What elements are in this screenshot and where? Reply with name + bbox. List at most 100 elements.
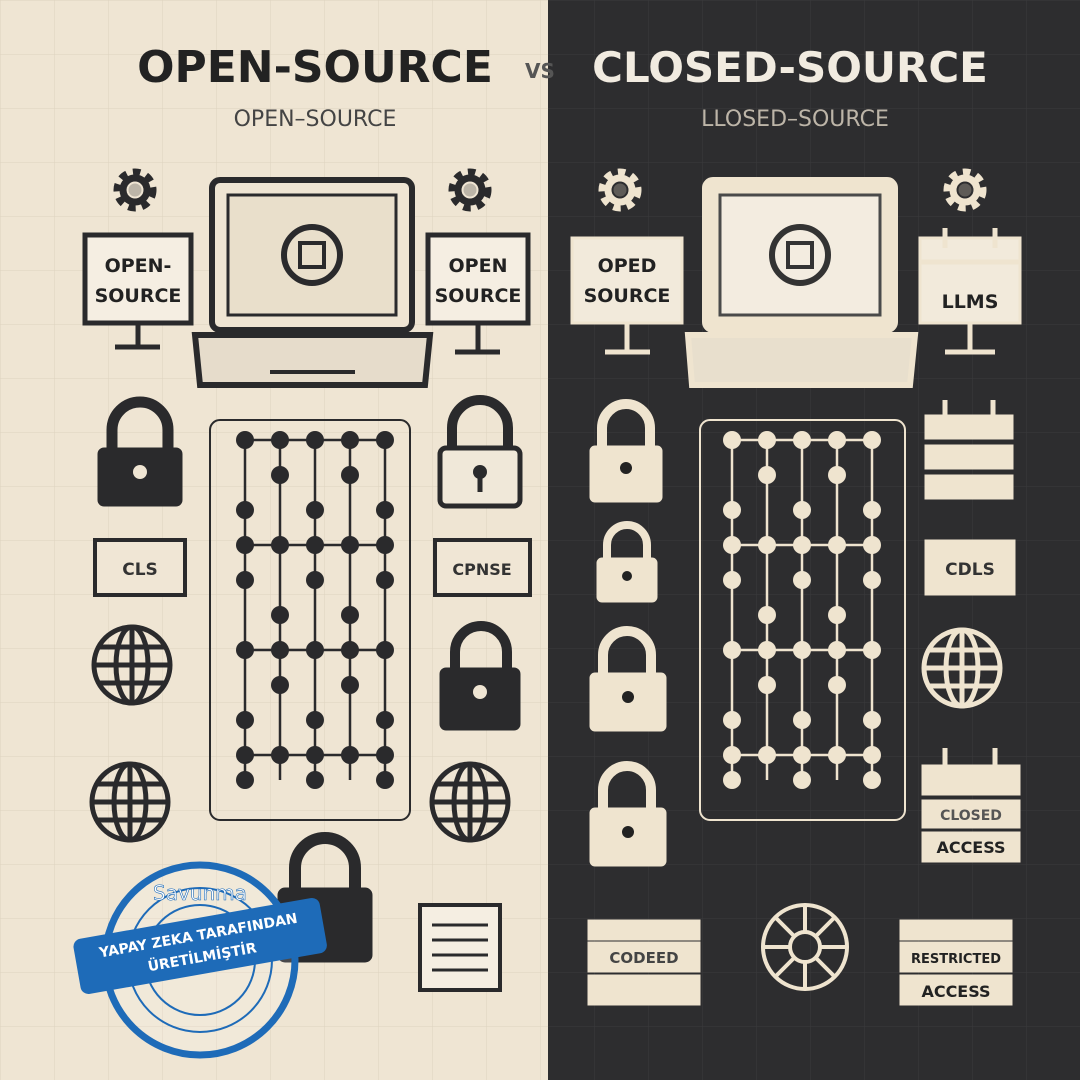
network-node [793,536,811,554]
padlock-icon [589,399,663,503]
network-node [758,606,776,624]
network-node [341,676,359,694]
network-node [236,746,254,764]
svg-text:OPED: OPED [598,255,657,277]
network-node [271,431,289,449]
network-node [236,536,254,554]
network-node [863,746,881,764]
svg-text:CLOSED: CLOSED [940,808,1002,824]
globe-icon [94,627,170,703]
network-node [236,571,254,589]
box-restricted-access: RESTRICTED ACCESS [899,919,1013,1006]
badge-cdls: CDLS [924,539,1016,596]
right-subtitle: LLOSED–SOURCE [701,107,889,132]
network-node [236,431,254,449]
globe-icon [432,764,508,840]
network-node [828,746,846,764]
network-node [863,641,881,659]
svg-text:CDLS: CDLS [945,560,995,580]
document-icon [418,903,502,992]
network-node [828,431,846,449]
svg-text:ACCESS: ACCESS [921,982,990,1001]
network-node [758,466,776,484]
svg-text:ACCESS: ACCESS [936,838,1005,857]
left-title: OPEN-SOURCE [137,42,493,93]
padlock-icon [437,395,523,509]
network-node [828,676,846,694]
calendar-closed-access: CLOSED ACCESS [921,748,1021,863]
network-node [271,746,289,764]
network-node [306,536,324,554]
network-node [236,641,254,659]
padlock-icon [97,396,183,507]
network-node [723,501,741,519]
network-node [723,746,741,764]
network-node [758,536,776,554]
gear-icon [118,173,152,207]
globe-icon [92,764,168,840]
watermark-stamp: Savunma YAPAY ZEKA TARAFINDAN ÜRETİLMİŞT… [73,861,327,1059]
network-node [306,746,324,764]
network-node [758,676,776,694]
network-node [723,641,741,659]
laptop-icon [191,177,434,388]
network-node [828,536,846,554]
network-node [723,771,741,789]
network-node [863,501,881,519]
network-node [236,771,254,789]
sign-oped-source: OPED SOURCE [570,236,684,355]
globe-icon [924,630,1000,706]
svg-text:SOURCE: SOURCE [584,285,671,307]
network-node [341,431,359,449]
padlock-icon [589,761,667,867]
padlock-icon [439,621,521,731]
laptop-icon [684,177,919,388]
network-node [341,466,359,484]
network-node [793,746,811,764]
right-title: CLOSED-SOURCE [592,43,988,92]
gear-icon [453,173,487,207]
network-node [376,431,394,449]
padlock-icon [596,521,658,603]
gear-icon [948,173,982,207]
svg-text:RESTRICTED: RESTRICTED [911,952,1001,967]
vs-label: VS [525,59,555,83]
network-frame [699,419,906,821]
network-node [863,536,881,554]
network-diagram [236,431,394,789]
network-node [723,711,741,729]
sign-open-source-2: OPEN SOURCE [425,232,531,355]
network-node [863,771,881,789]
padlock-icon [589,626,667,732]
network-diagram [723,431,881,789]
network-node [376,536,394,554]
network-node [758,431,776,449]
network-node [376,641,394,659]
network-node [828,606,846,624]
network-node [863,571,881,589]
network-node [306,711,324,729]
svg-text:OPEN: OPEN [449,255,508,277]
svg-text:SOURCE: SOURCE [95,285,182,307]
network-node [341,536,359,554]
network-node [236,501,254,519]
network-node [793,431,811,449]
network-node [236,711,254,729]
network-node [793,771,811,789]
network-node [306,641,324,659]
network-node [271,466,289,484]
watermark-brand: Savunma [153,881,247,905]
network-node [376,571,394,589]
network-node [723,536,741,554]
network-node [306,431,324,449]
network-node [376,746,394,764]
network-node [306,571,324,589]
network-node [341,746,359,764]
network-node [376,501,394,519]
network-node [828,641,846,659]
box-codeed: CODEED [587,919,701,1006]
network-node [793,711,811,729]
network-node [863,711,881,729]
left-subtitle: OPEN–SOURCE [234,107,397,132]
